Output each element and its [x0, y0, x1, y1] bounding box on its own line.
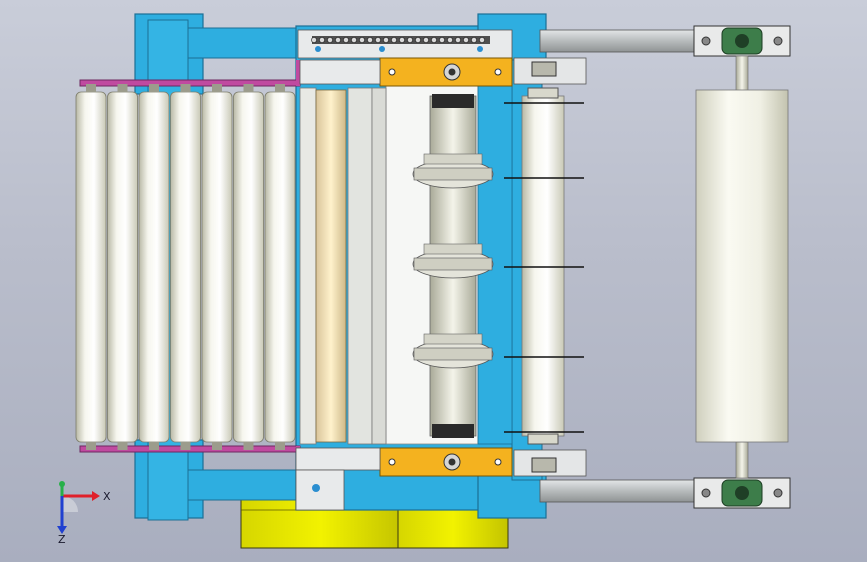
left-roller[interactable] — [264, 84, 296, 450]
x-axis-arrowhead — [92, 491, 100, 501]
cutter-hub[interactable] — [412, 153, 494, 189]
cutter-hub[interactable] — [412, 333, 494, 369]
slitting-blades[interactable] — [504, 102, 584, 433]
extension-rails[interactable] — [513, 29, 701, 503]
cutter-hub[interactable] — [412, 243, 494, 279]
guide-roller[interactable] — [521, 87, 565, 445]
top-pillow-block[interactable] — [693, 25, 791, 57]
left-roller-bed[interactable] — [75, 60, 301, 470]
top-bracket[interactable] — [379, 57, 513, 87]
drive-chain[interactable] — [297, 29, 513, 59]
bottom-pillow-block[interactable] — [693, 477, 791, 509]
x-axis-label: X — [103, 490, 111, 503]
bottom-bracket[interactable] — [379, 447, 513, 477]
center-roller[interactable] — [299, 87, 387, 445]
left-roller[interactable] — [138, 84, 170, 450]
left-roller[interactable] — [107, 84, 138, 450]
left-roller[interactable] — [201, 84, 233, 450]
unwind-roller[interactable] — [695, 55, 789, 479]
chain-links — [311, 37, 485, 43]
left-roller[interactable] — [233, 84, 264, 450]
left-roller[interactable] — [170, 84, 201, 450]
cutter-shaft[interactable] — [412, 94, 494, 438]
left-roller[interactable] — [75, 84, 107, 450]
z-axis-arrowhead — [57, 526, 67, 534]
z-axis-label: Z — [58, 533, 66, 544]
coordinate-triad: X Z — [57, 481, 111, 544]
lower-frame-details — [295, 59, 381, 511]
